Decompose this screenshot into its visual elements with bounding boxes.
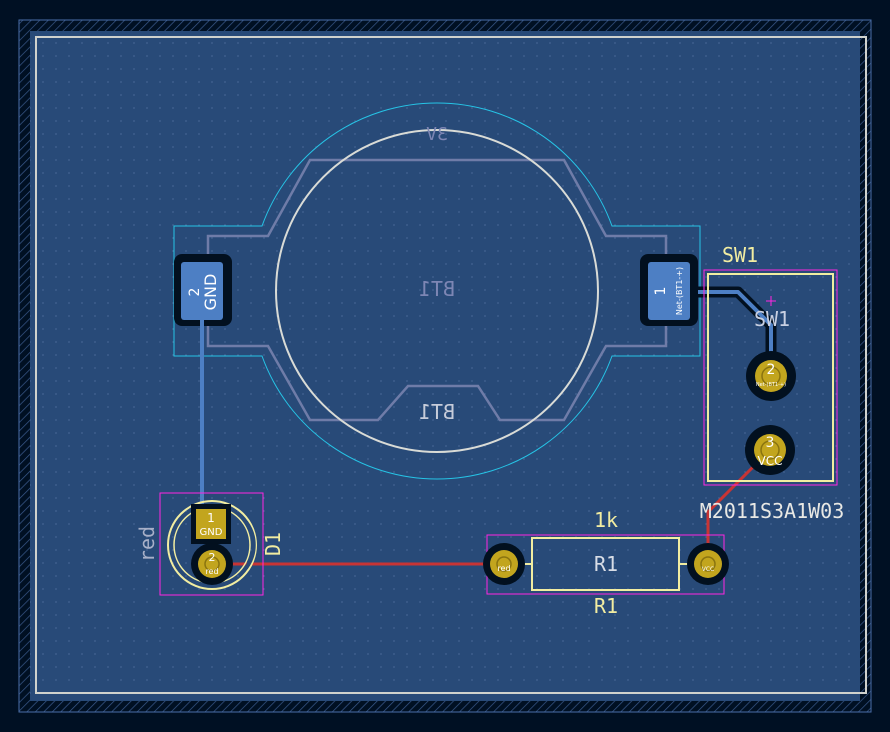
d1-ref-silk: D1 [261, 532, 285, 556]
d1-pad-1[interactable]: 1 GND [191, 504, 231, 544]
sw1-pad2-net: Net-(BT1-+) [756, 382, 786, 388]
d1-pad2-net: red [205, 567, 218, 576]
footprint-sw1[interactable]: SW1 SW1 M2011S3A1W03 2 Net-(BT1-+) 3 VCC [700, 243, 845, 523]
d1-courtyard [159, 492, 264, 596]
sw1-pad-3[interactable]: 3 VCC [745, 425, 795, 475]
sw1-pad3-net: VCC [758, 454, 783, 468]
sw1-ref-silk: SW1 [722, 243, 758, 267]
sw1-pad2-number: 2 [767, 362, 776, 378]
edge-cuts-outline[interactable] [35, 36, 867, 694]
d1-pad-2[interactable]: 2 red [191, 543, 233, 585]
bt1-pad2-net: GND [201, 274, 220, 311]
sw1-silk-outline [707, 273, 834, 482]
d1-pad1-number: 1 [207, 511, 215, 525]
tracks[interactable] [200, 286, 777, 566]
r1-pad-2[interactable]: VCC [687, 543, 729, 585]
bt1-holder-outline [206, 158, 668, 422]
bt1-ref-silk-text: BT1 [419, 400, 455, 424]
board-grid [30, 31, 860, 701]
sw1-pad-2[interactable]: 2 Net-(BT1-+) [746, 351, 796, 401]
footprint-r1[interactable]: 1k R1 R1 red VCC [483, 508, 729, 618]
sw1-courtyard [703, 269, 838, 486]
d1-flat [244, 520, 256, 570]
sw1-pad3-number: 3 [766, 435, 775, 451]
d1-pad2-number: 2 [209, 551, 216, 564]
bt1-courtyard [173, 102, 701, 480]
bt1-pad-2[interactable]: 2 GND [174, 254, 232, 326]
r1-pad-1[interactable]: red [483, 543, 525, 585]
bt1-pad1-net: Net-(BT1-+) [675, 267, 684, 315]
bt1-ref-fab-text: BT1 [419, 277, 455, 301]
bt1-value-text: 3V [426, 124, 448, 145]
r1-value: 1k [594, 508, 618, 532]
bt1-pad2-number: 2 [187, 288, 203, 297]
r1-pad1-net: red [497, 564, 510, 573]
d1-value: red [135, 526, 159, 562]
track-bt1-sw1[interactable] [698, 290, 773, 376]
bt1-pad-1[interactable]: 1 Net-(BT1-+) [640, 254, 698, 326]
r1-ref-silk: R1 [594, 594, 618, 618]
bt1-cell-outline [275, 129, 599, 453]
r1-ref-fab: R1 [594, 552, 618, 576]
bt1-pad1-number: 1 [653, 287, 669, 296]
d1-silk-outer [167, 500, 257, 590]
d1-pad1-net: GND [200, 527, 223, 538]
sw1-value: M2011S3A1W03 [700, 499, 845, 523]
footprint-d1[interactable]: D1 red 1 GND 2 red [135, 492, 285, 596]
r1-pad2-net: VCC [702, 566, 714, 573]
footprint-bt1[interactable]: 3V BT1 BT1 2 GND 1 Net-(BT1-+) [173, 102, 701, 480]
sw1-ref-fab: SW1 [754, 307, 790, 331]
zone-outline [18, 19, 872, 713]
